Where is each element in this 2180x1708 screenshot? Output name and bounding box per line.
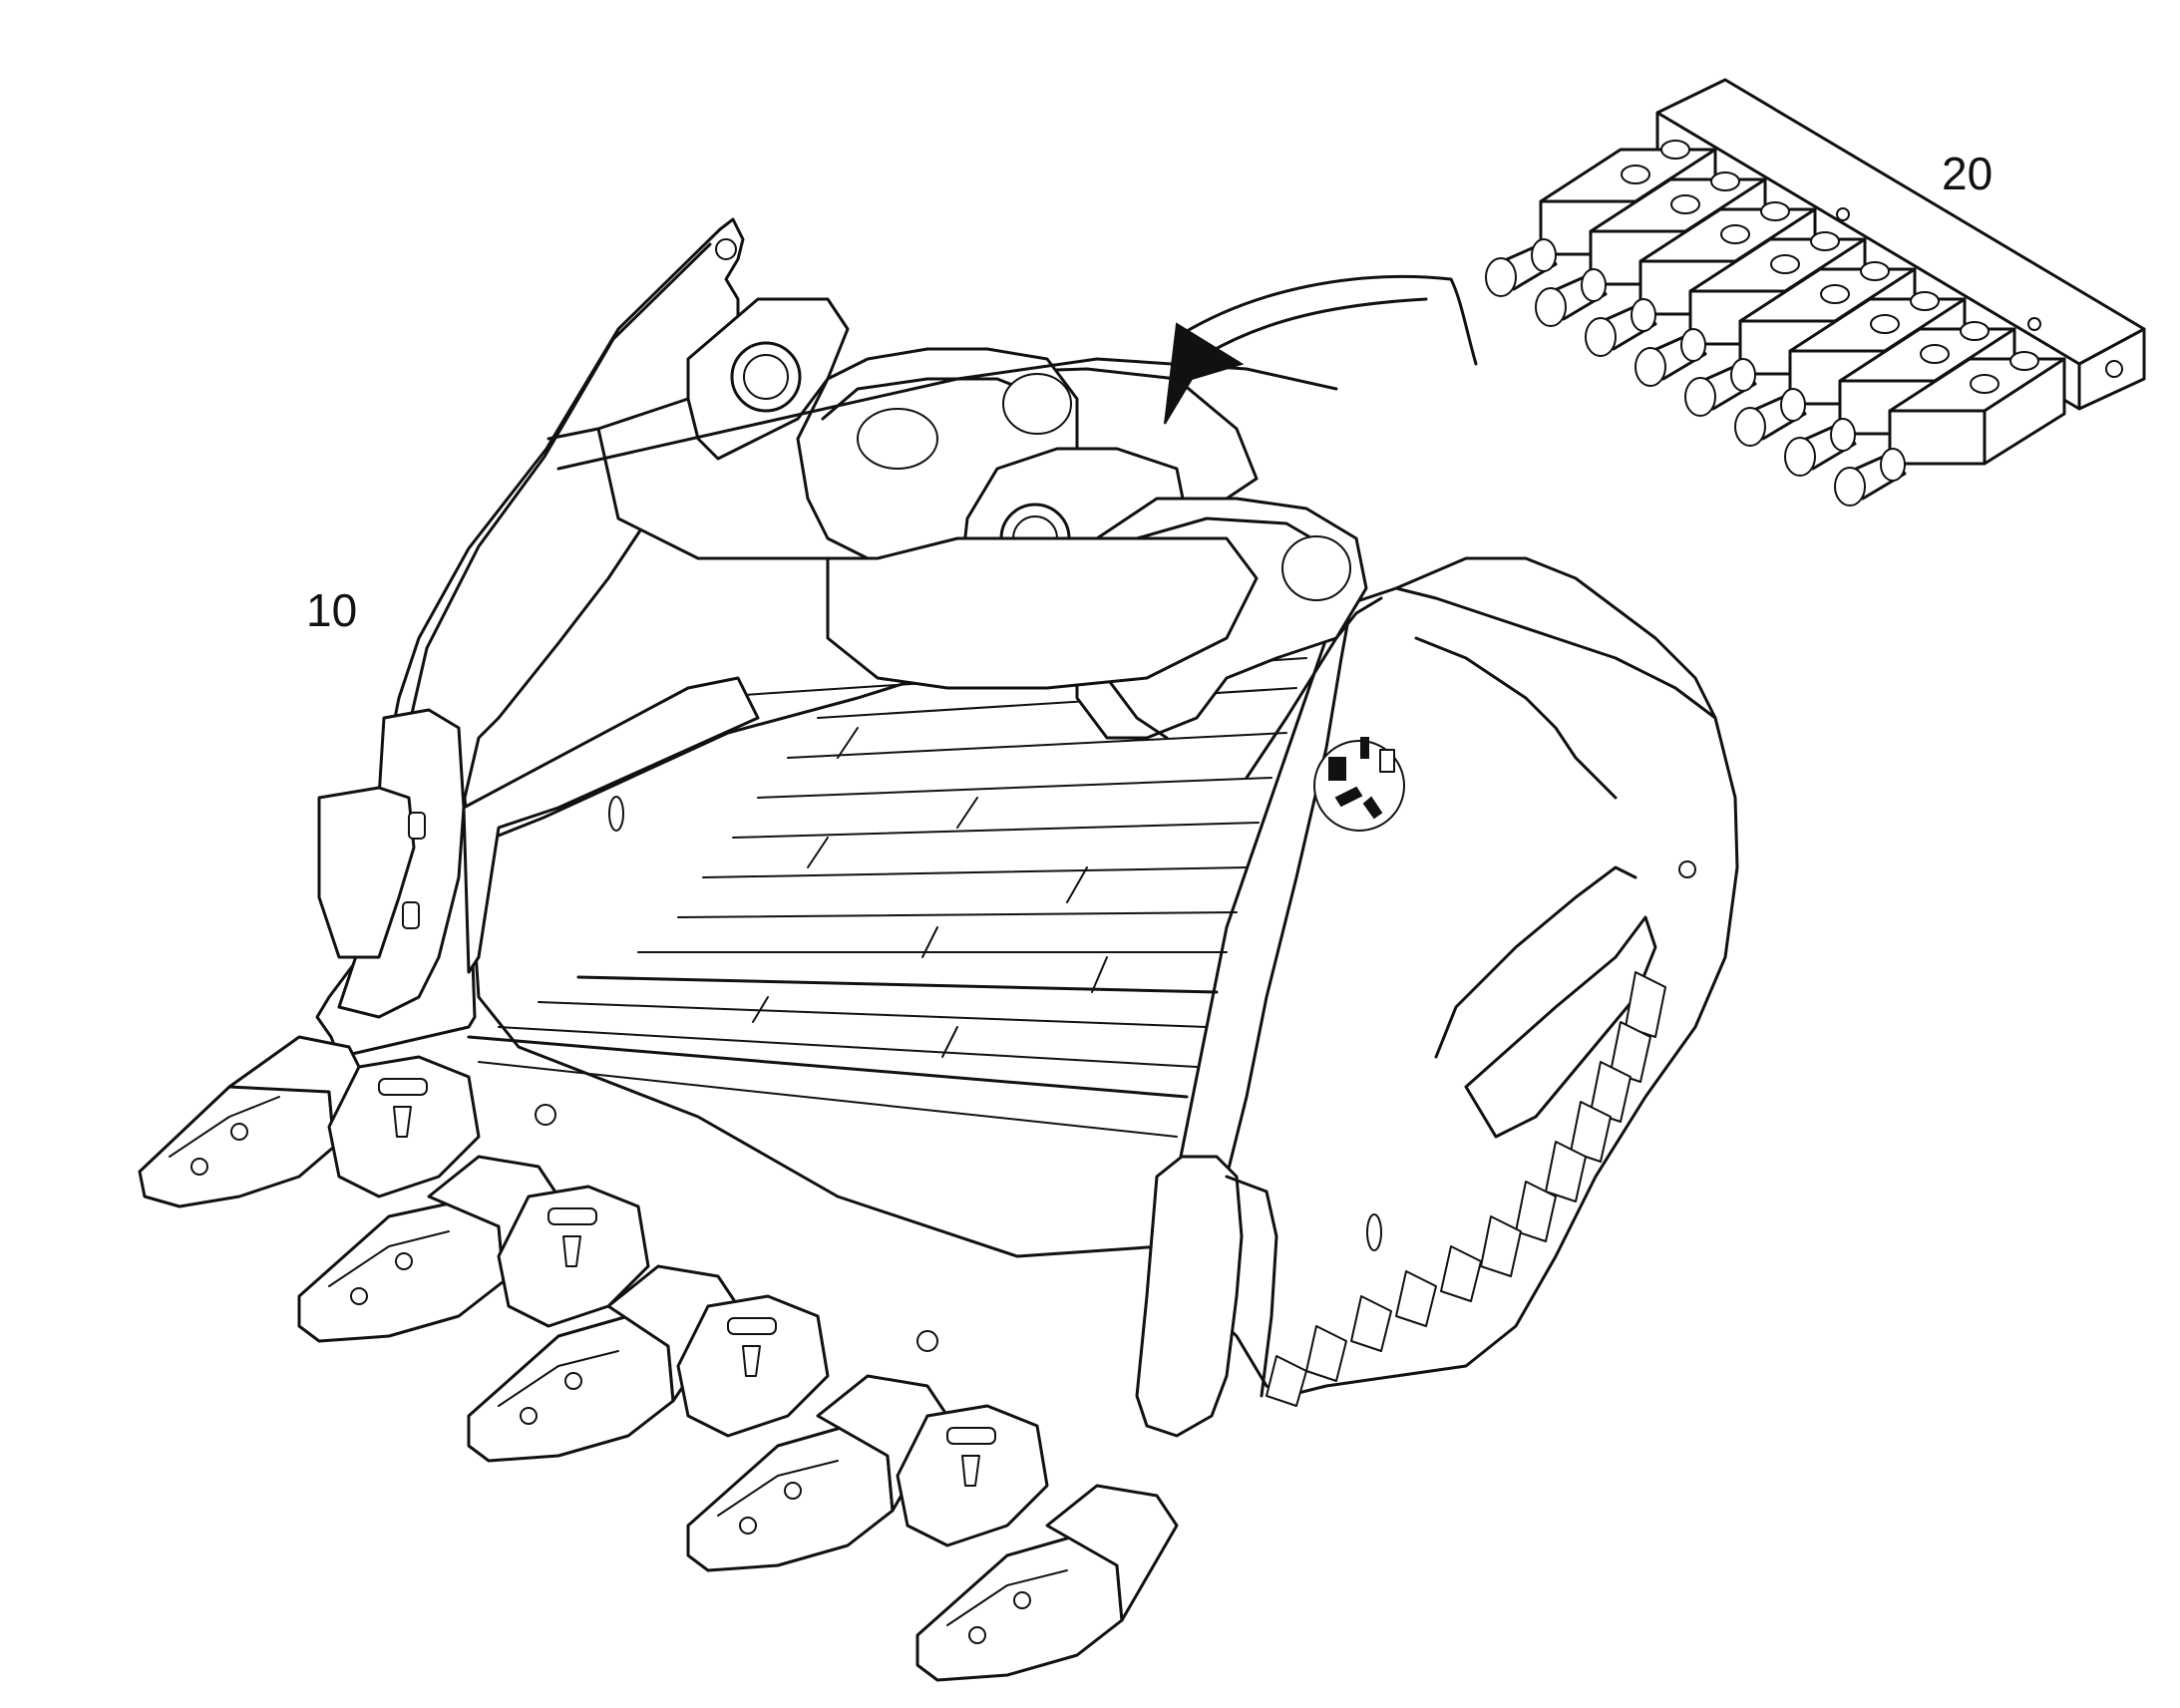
tooth-4 [686,1424,895,1572]
left-corner-slot-2 [402,901,420,929]
valve-block-8 [1888,351,2066,466]
lip-shroud-3 [676,1294,830,1438]
right-side-plate-pin [1678,860,1696,878]
reference-label-manifold: 20 [1942,148,1993,199]
right-lip-plate [1225,1175,1278,1398]
manifold-rail-hole-1 [1836,207,1850,221]
floor-liner-strips [467,657,1307,1138]
fitting-6 [1734,388,1807,447]
left-lifting-eye [715,238,737,260]
right-lip-corner [1135,1155,1244,1438]
lug-left-outer-bore-inner [743,354,789,400]
right-side-plate-lower-wear [1464,915,1657,1139]
upper-back-plate [546,357,1338,471]
lip-shroud-1 [327,1055,481,1198]
fitting-3 [1585,298,1657,357]
logo-emblem [1313,737,1405,832]
fitting-1 [1485,238,1558,297]
right-lug-hook [1105,676,1169,740]
detail-arrow [1164,274,1478,425]
excavator-bucket [315,217,1739,1438]
lip-lifting-eye-1 [535,1104,556,1126]
front-cross-tube [826,536,1259,690]
left-wear-plate [462,676,760,974]
tooth-3 [467,1314,675,1463]
tooth-2 [297,1199,506,1343]
manifold-rail-hole-2 [2027,317,2041,331]
left-corner-slot [408,812,426,840]
left-wear-plate-hole [608,796,624,832]
fitting-4 [1635,328,1707,387]
fitting-2 [1535,268,1608,327]
lip-shroud-2 [497,1185,650,1328]
tooth-5 [915,1534,1124,1682]
right-side-plate-hole [1366,1213,1382,1251]
lip-shroud-4 [896,1404,1049,1547]
right-side-plate-rib [1434,865,1637,1059]
pin-flange-left [857,373,1072,470]
right-side-plate-edge [1394,556,1717,720]
heel-shrouds [1266,971,1666,1407]
fitting-5 [1684,358,1757,417]
fitting-8 [1834,448,1907,507]
fitting-7 [1784,418,1857,477]
adapter-5 [1045,1484,1179,1622]
left-corner-adapter [317,786,416,959]
lubrication-manifold [1485,78,2146,507]
bucket-teeth [138,1035,1179,1682]
lip-lifting-eye-2 [916,1330,938,1352]
reference-label-bucket: 10 [306,584,357,636]
manifold-rail-end-hole [2105,360,2123,378]
right-side-plate-gusset [1414,636,1618,800]
